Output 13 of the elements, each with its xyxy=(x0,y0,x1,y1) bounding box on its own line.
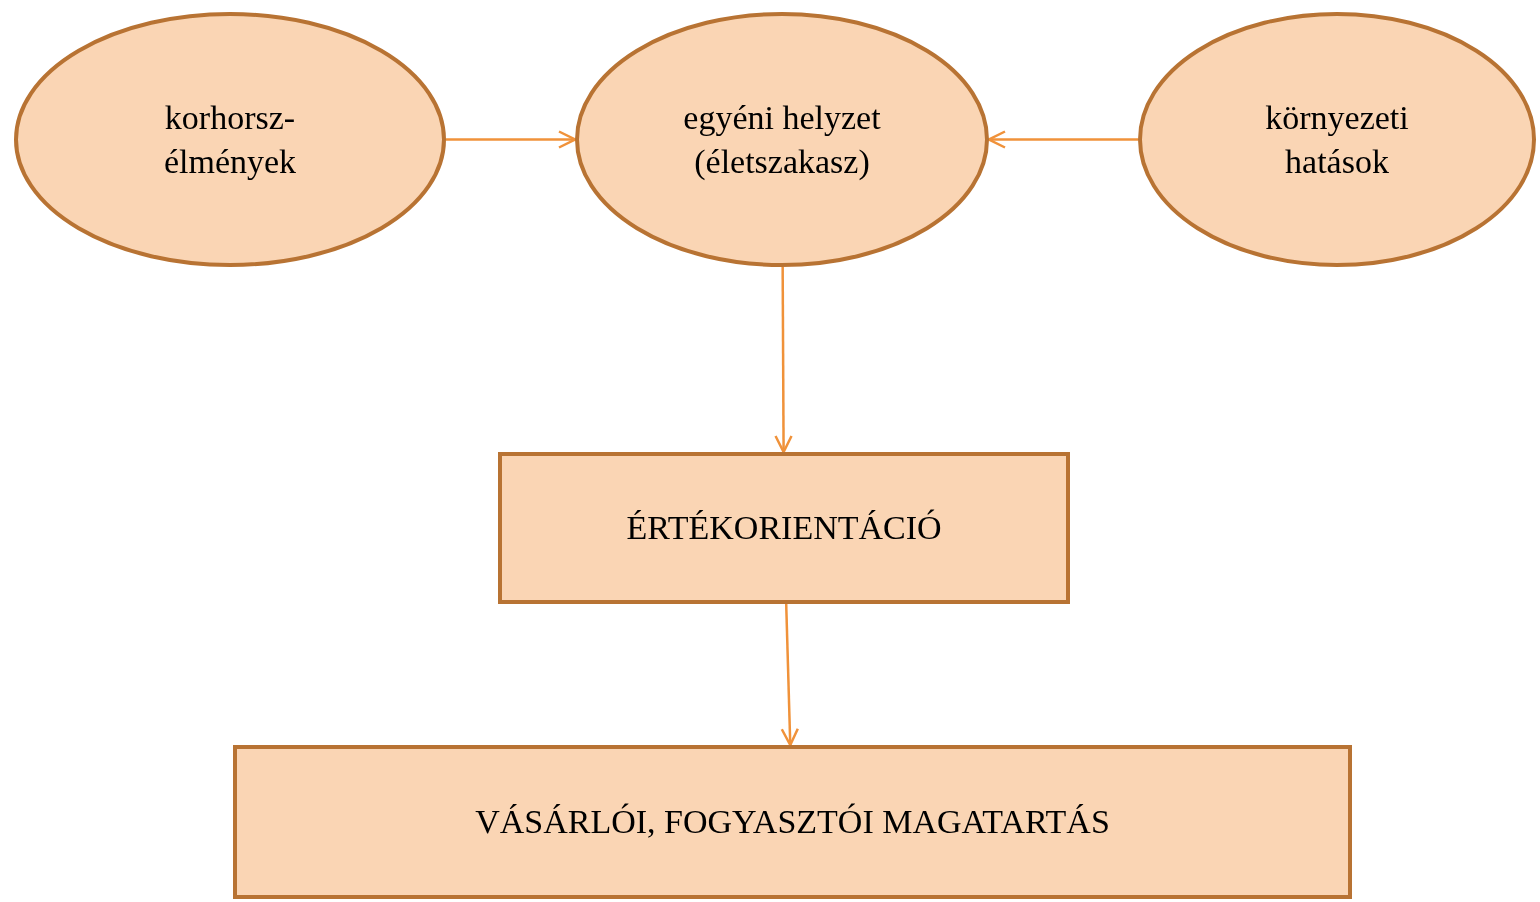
ellipse-node xyxy=(575,12,989,267)
node-label: környezeti hatások xyxy=(1264,97,1410,182)
ellipse-node xyxy=(1138,12,1536,267)
arrow xyxy=(780,603,800,747)
arrow xyxy=(446,130,577,149)
node-label: egyéni helyzet (életszakasz) xyxy=(682,97,882,182)
node-label: VÁSÁRLÓI, FOGYASZTÓI MAGATARTÁS xyxy=(475,802,1110,842)
arrow xyxy=(774,267,793,454)
process-box xyxy=(233,745,1352,899)
node-label: korhorsz- élmények xyxy=(162,97,298,182)
ellipse-node xyxy=(14,12,446,267)
node-label: ÉRTÉKORIENTÁCIÓ xyxy=(626,508,942,548)
process-box xyxy=(498,452,1070,604)
